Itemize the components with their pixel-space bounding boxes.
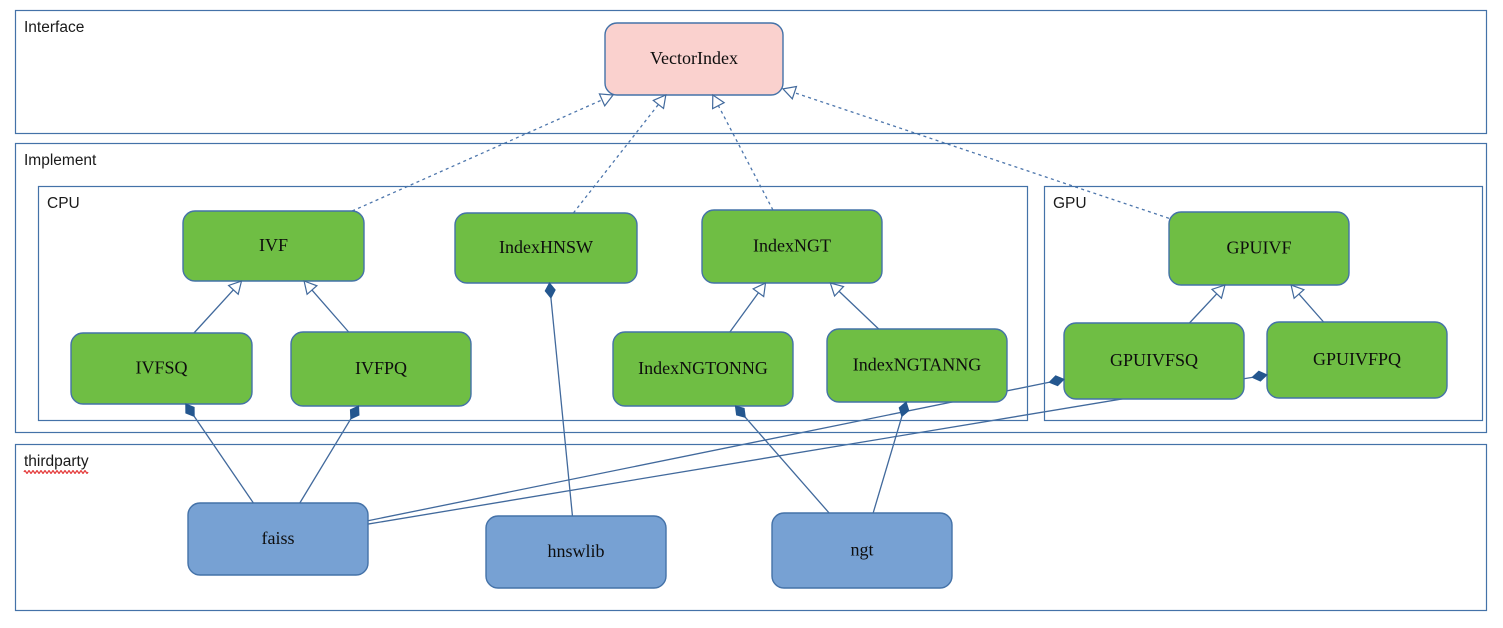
- node-box-gpuivf[interactable]: [1168, 211, 1350, 286]
- group-label-thirdparty: thirdparty: [24, 453, 89, 470]
- group-frame-thirdparty: [14, 443, 1488, 612]
- node-indexngt[interactable]: IndexNGT: [701, 209, 883, 284]
- node-box-ivf[interactable]: [182, 210, 365, 282]
- node-box-indexngtonng[interactable]: [612, 331, 794, 407]
- node-box-ivfpq[interactable]: [290, 331, 472, 407]
- group-label-implement: Implement: [24, 152, 97, 169]
- node-hnswlib[interactable]: hnswlib: [485, 515, 667, 589]
- group-gpu: GPU: [1043, 185, 1484, 422]
- edge-faiss-ivfsq: [193, 416, 254, 504]
- group-frame-gpu: [1043, 185, 1484, 422]
- node-gpuivfpq[interactable]: GPUIVFPQ: [1266, 321, 1448, 399]
- group-cpu: CPU: [37, 185, 1029, 422]
- group-label-gpu: GPU: [1053, 195, 1087, 212]
- node-gpuivfsq[interactable]: GPUIVFSQ: [1063, 322, 1245, 400]
- edge-indexngtanng-indexngt: [838, 290, 880, 330]
- node-label-vectorindex: VectorIndex: [650, 48, 738, 68]
- diamond-marker-faiss-gpuivfsq: [1048, 375, 1065, 387]
- node-label-indexngtonng: IndexNGTONNG: [638, 358, 768, 378]
- group-label-cpu: CPU: [47, 195, 80, 212]
- node-indexhnsw[interactable]: IndexHNSW: [454, 212, 638, 284]
- group-frame-cpu: [37, 185, 1029, 422]
- node-ivfpq[interactable]: IVFPQ: [290, 331, 472, 407]
- node-ngt[interactable]: ngt: [771, 512, 953, 589]
- node-box-indexhnsw[interactable]: [454, 212, 638, 284]
- node-indexngtonng[interactable]: IndexNGTONNG: [612, 331, 794, 407]
- node-box-ngt[interactable]: [771, 512, 953, 589]
- node-label-ivf: IVF: [259, 235, 288, 255]
- node-label-indexngt: IndexNGT: [753, 236, 831, 256]
- edge-ivfsq-ivf: [193, 289, 234, 334]
- spellcheck-underline-thirdparty: [23, 470, 89, 474]
- node-box-vectorindex[interactable]: [604, 22, 784, 96]
- edge-ivf-vectorindex: [351, 99, 603, 212]
- edge-hnswlib-indexhnsw: [550, 297, 574, 517]
- group-thirdparty: thirdparty: [14, 443, 1488, 612]
- node-gpuivf[interactable]: GPUIVF: [1168, 211, 1350, 286]
- node-label-gpuivfpq: GPUIVFPQ: [1313, 349, 1401, 369]
- node-label-faiss: faiss: [262, 528, 295, 548]
- node-faiss[interactable]: faiss: [187, 502, 369, 576]
- triangle-marker-gpuivfpq-gpuivf: [1290, 284, 1306, 300]
- triangle-marker-indexngt-vectorindex: [711, 93, 726, 110]
- node-box-hnswlib[interactable]: [485, 515, 667, 589]
- diamond-marker-ngt-indexngtanng: [898, 401, 910, 418]
- edge-indexngtonng-indexngt: [729, 292, 759, 333]
- triangle-marker-ivf-vectorindex: [598, 93, 615, 107]
- node-label-gpuivfsq: GPUIVFSQ: [1110, 350, 1198, 370]
- node-indexngtanng[interactable]: IndexNGTANNG: [826, 328, 1008, 403]
- group-implement: Implement: [14, 142, 1488, 434]
- node-box-ivfsq[interactable]: [70, 332, 253, 405]
- edge-indexngt-vectorindex: [717, 105, 774, 211]
- node-label-ngt: ngt: [850, 540, 873, 560]
- node-label-ivfsq: IVFSQ: [135, 358, 187, 378]
- node-label-ivfpq: IVFPQ: [355, 358, 407, 378]
- diamond-marker-faiss-gpuivfpq: [1251, 370, 1268, 382]
- node-box-indexngt[interactable]: [701, 209, 883, 284]
- node-ivf[interactable]: IVF: [182, 210, 365, 282]
- edge-faiss-gpuivfsq: [367, 381, 1050, 522]
- node-vectorindex[interactable]: VectorIndex: [604, 22, 784, 96]
- group-frame-interface: [14, 9, 1488, 135]
- group-label-interface: Interface: [24, 19, 84, 36]
- node-label-hnswlib: hnswlib: [547, 541, 604, 561]
- node-label-gpuivf: GPUIVF: [1226, 238, 1291, 258]
- diamond-marker-faiss-ivfpq: [349, 405, 360, 420]
- node-label-indexngtanng: IndexNGTANNG: [853, 355, 982, 375]
- node-ivfsq[interactable]: IVFSQ: [70, 332, 253, 405]
- node-label-indexhnsw: IndexHNSW: [499, 237, 593, 257]
- triangle-marker-indexngtanng-indexngt: [829, 282, 845, 298]
- edge-gpuivf-vectorindex: [794, 92, 1170, 219]
- group-frame-implement: [14, 142, 1488, 434]
- triangle-marker-ivfpq-ivf: [303, 280, 319, 296]
- edge-ivfpq-ivf: [311, 289, 350, 333]
- edge-faiss-gpuivfpq: [367, 376, 1253, 525]
- node-box-faiss[interactable]: [187, 502, 369, 576]
- node-box-gpuivfsq[interactable]: [1063, 322, 1245, 400]
- node-box-indexngtanng[interactable]: [826, 328, 1008, 403]
- diamond-marker-ngt-indexngtonng: [734, 405, 746, 418]
- diamond-marker-hnswlib-indexhnsw: [544, 282, 556, 299]
- node-box-gpuivfpq[interactable]: [1266, 321, 1448, 399]
- diamond-marker-faiss-ivfsq: [185, 403, 195, 418]
- triangle-marker-ivfsq-ivf: [227, 280, 243, 296]
- triangle-marker-gpuivfsq-gpuivf: [1210, 284, 1226, 300]
- edge-gpuivfsq-gpuivf: [1188, 293, 1218, 324]
- edge-ngt-indexngtonng: [744, 416, 830, 514]
- group-interface: Interface: [14, 9, 1488, 135]
- triangle-marker-indexngtonng-indexngt: [752, 281, 767, 298]
- triangle-marker-gpuivf-vectorindex: [781, 85, 798, 100]
- edge-gpuivfpq-gpuivf: [1298, 293, 1325, 323]
- triangle-marker-indexhnsw-vectorindex: [652, 94, 667, 110]
